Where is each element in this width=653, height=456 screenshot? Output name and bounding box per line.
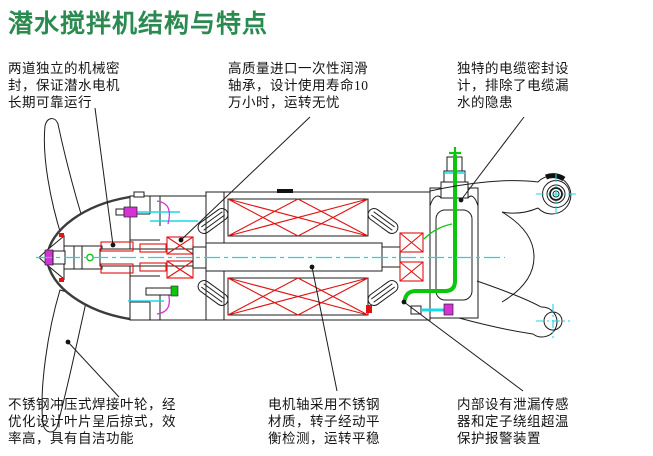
end-windings (197, 208, 399, 306)
bracket-hole-bottom (536, 304, 570, 338)
leader-dots (65, 197, 464, 345)
propeller-upper-blade (43, 118, 89, 239)
mounting-bracket (429, 173, 572, 338)
callout-bearing: 高质量进口一次性润滑 轴承，设计使用寿命10 万小时，运转无忧 (228, 61, 369, 110)
propeller-lower-blade (41, 289, 88, 433)
page-title: 潜水搅拌机结构与特点 (8, 11, 269, 38)
callout-mechanical-seal: 两道独立的机械密 封，保证潜水电机 长期可靠运行 (8, 61, 120, 110)
callout-leak-sensor: 内部设有泄漏传感 器和定子绕组超温 保护报警装置 (457, 397, 569, 446)
callout-motor-shaft: 电机轴采用不锈钢 材质，转子经动平 衡检测，运转平稳 (268, 397, 380, 446)
bracket-hole-top (536, 174, 577, 214)
stator-winding-bottom (227, 277, 372, 316)
stator-winding-top (227, 198, 369, 237)
rear-bearing (399, 232, 424, 282)
callout-impeller: 不锈钢冲压式焊接叶轮，经 优化设计叶片呈后掠式，效 率高，具有自洁功能 (8, 397, 176, 446)
leader-lines (67, 107, 525, 398)
power-cable (403, 154, 457, 301)
callout-cable-seal: 独特的电缆密封设 计，排除了电缆漏 水的隐患 (457, 61, 569, 110)
